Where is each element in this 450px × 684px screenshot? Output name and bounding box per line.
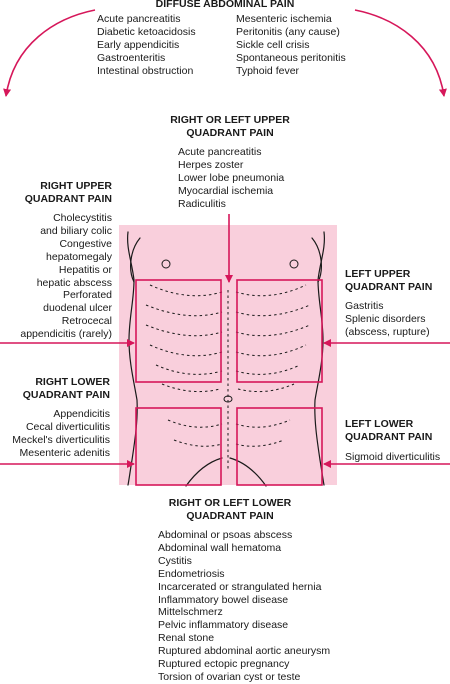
title-line: QUADRANT PAIN [345,430,433,443]
list-item: Cystitis [158,554,192,567]
list-item: Hepatitis or [58,263,112,276]
list-item: Spontaneous peritonitis [236,51,346,64]
list-item: Retrocecal [61,315,112,328]
list-item: hepatomegaly [46,250,112,263]
diffuse-arc-left-arrow [3,9,96,97]
list-item: Radiculitis [178,197,226,210]
list-item: Lower lobe pneumonia [178,171,285,184]
llq-box [236,407,323,486]
list-item: Splenic disorders [345,312,426,325]
list-item: Acute pancreatitis [178,146,262,158]
title-line: LEFT UPPER [345,268,411,280]
list-item: Abdominal wall hematoma [158,541,282,554]
list-item: Mittelschmerz [158,606,223,619]
list-item: Pelvic inflammatory disease [158,619,289,632]
nipples [161,259,299,269]
list-item: Cecal diverticulitis [25,420,110,433]
list-item: Abdominal or psoas abscess [158,529,293,541]
title-line: QUADRANT PAIN [186,509,274,522]
luq-title: LEFT UPPER QUADRANT PAIN [345,268,432,293]
list-item: Mesenteric ischemia [236,13,332,25]
list-item: Appendicitis [53,408,110,420]
abdomen-background-panel [119,225,337,485]
list-item: Renal stone [158,632,215,645]
title-line: RIGHT OR LEFT UPPER [170,114,290,126]
ruq-box [135,279,222,383]
diffuse-list-left: Acute pancreatitis Diabetic ketoacidosis… [97,13,196,78]
ruq-list: Cholecystitis and biliary colic Congesti… [0,212,112,341]
title-line: QUADRANT PAIN [186,126,274,139]
rlq-list: Appendicitis Cecal diverticulitis Meckel… [0,408,110,460]
title-line: RIGHT OR LEFT LOWER [168,497,292,509]
title-line: RIGHT UPPER [40,180,112,192]
list-item: Meckel's diverticulitis [12,433,110,446]
list-item: Cholecystitis [53,212,112,224]
list-item: duodenal ulcer [43,302,112,315]
list-item: Ruptured ectopic pregnancy [158,658,290,671]
ruq-title: RIGHT UPPER QUADRANT PAIN [0,180,112,205]
list-item: Diabetic ketoacidosis [97,25,196,38]
list-item: Acute pancreatitis [97,13,181,25]
llq-title: LEFT LOWER QUADRANT PAIN [345,418,432,443]
abdominal-dashed-lines [145,284,311,470]
list-item: Ruptured abdominal aortic aneurysm [158,645,331,658]
llq-list: Sigmoid diverticulitis [345,451,440,464]
list-item: Intestinal obstruction [97,64,194,77]
luq-list: Gastritis Splenic disorders (abscess, ru… [345,300,430,339]
diffuse-arc-right-arrow [354,9,447,97]
upper-either-title: RIGHT OR LEFT UPPER QUADRANT PAIN [140,114,320,139]
list-item: Sigmoid diverticulitis [345,451,441,463]
rlq-title: RIGHT LOWER QUADRANT PAIN [0,376,110,401]
diffuse-title: DIFFUSE ABDOMINAL PAIN [155,0,295,10]
list-item: and biliary colic [40,224,112,237]
list-item: Endometriosis [158,567,225,580]
list-item: Herpes zoster [178,158,244,171]
list-item: (abscess, rupture) [345,325,430,338]
list-item: Myocardial ischemia [178,184,274,197]
list-item: Inflammatory bowel disease [158,593,289,606]
rlq-box [135,407,222,486]
title-line: LEFT LOWER [345,418,414,430]
list-item: Typhoid fever [236,64,300,77]
title-line: RIGHT LOWER [35,376,110,388]
list-item: Perforated [62,289,112,302]
list-item: Gastroenteritis [97,51,166,64]
lower-either-title: RIGHT OR LEFT LOWER QUADRANT PAIN [140,497,320,522]
luq-box [236,279,323,383]
list-item: appendicitis (rarely) [20,328,112,341]
list-item: Incarcerated or strangulated hernia [158,580,322,593]
title-line: QUADRANT PAIN [24,192,112,205]
list-item: hepatic abscess [36,276,112,289]
list-item: Gastritis [345,300,384,312]
list-item: Congestive [59,237,112,250]
list-item: Peritonitis (any cause) [236,25,340,38]
diffuse-list-right: Mesenteric ischemia Peritonitis (any cau… [236,13,346,78]
list-item: Sickle cell crisis [236,38,310,51]
list-item: Mesenteric adenitis [19,446,110,459]
title-line: QUADRANT PAIN [22,388,110,401]
upper-either-list: Acute pancreatitis Herpes zoster Lower l… [178,146,284,211]
list-item: Early appendicitis [97,38,180,51]
title-line: QUADRANT PAIN [345,280,433,293]
lower-either-list: Abdominal or psoas abscess Abdominal wal… [158,529,330,684]
list-item: Torsion of ovarian cyst or teste [158,670,301,683]
